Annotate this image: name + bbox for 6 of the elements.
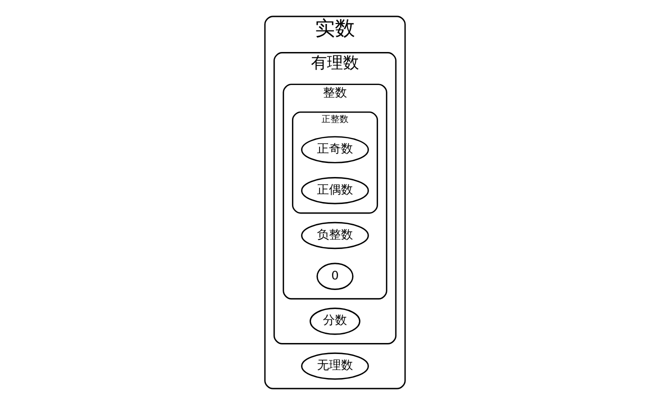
node-ellipse: 负整数 (301, 222, 369, 250)
node-ellipse: 正偶数 (301, 177, 369, 204)
node-ellipse: 分数 (310, 308, 360, 335)
node-ellipse: 无理数 (301, 352, 369, 380)
node-ellipse: 0 (316, 262, 354, 290)
node-ellipse: 正奇数 (301, 136, 369, 164)
